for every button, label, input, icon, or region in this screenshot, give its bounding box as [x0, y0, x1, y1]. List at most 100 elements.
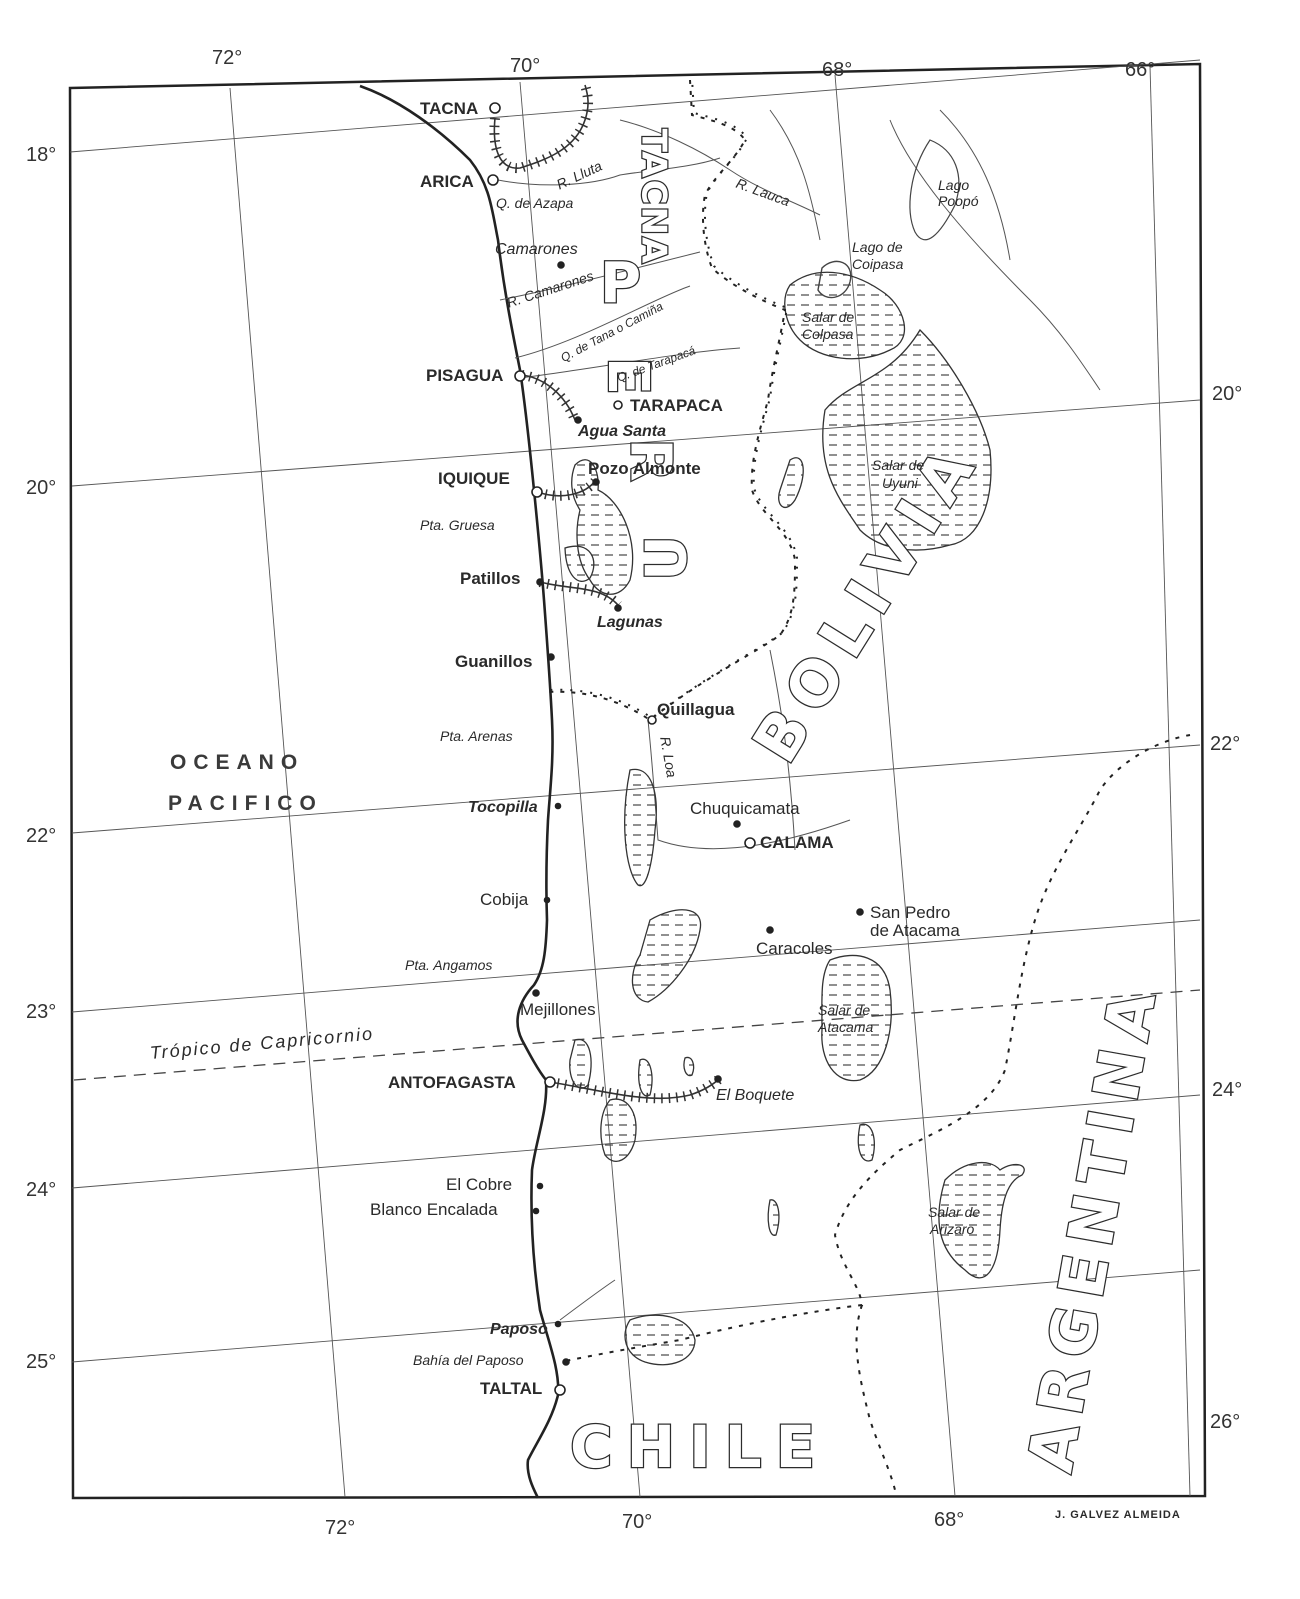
label-pta-arenas: Pta. Arenas — [440, 728, 513, 744]
salares — [564, 271, 1025, 1366]
label-pta-angamos: Pta. Angamos — [405, 957, 493, 973]
label-chuquicamata: Chuquicamata — [690, 799, 800, 818]
salar-south-2 — [638, 1058, 653, 1097]
lat-right-26: 26° — [1210, 1411, 1241, 1433]
marker-san-pedro — [856, 908, 864, 916]
label-guanillos: Guanillos — [455, 652, 533, 671]
coastline — [359, 84, 560, 1499]
label-salar-uyuni-1: Salar de — [872, 457, 925, 473]
salar-south-1 — [569, 1038, 592, 1089]
country-label-peru-p: P — [599, 251, 643, 316]
salar-paposo — [624, 1314, 696, 1366]
salar-small-3 — [767, 1199, 780, 1236]
salar-east-1 — [778, 457, 804, 509]
salar-loa — [624, 768, 657, 887]
lat-right-24: 24° — [1212, 1079, 1243, 1101]
lat-left-18: 18° — [26, 144, 57, 166]
marker-tacna — [489, 102, 501, 114]
marker-taltal — [554, 1384, 566, 1396]
label-salar-arizaro-1: Salar de — [928, 1204, 981, 1220]
marker-mejillones — [532, 989, 540, 997]
marker-paposo — [554, 1320, 562, 1328]
marker-quillagua — [647, 715, 657, 725]
lat-left-20: 20° — [26, 477, 57, 499]
lon-top-72: 72° — [212, 47, 243, 69]
marker-chuquicamata — [733, 820, 741, 828]
map-credit: J. GALVEZ ALMEIDA — [1055, 1509, 1181, 1521]
label-lagunas: Lagunas — [597, 614, 663, 631]
label-salar-colpasa-1: Salar de — [802, 309, 855, 325]
salar-grande — [564, 545, 595, 582]
label-patillos: Patillos — [460, 569, 521, 588]
label-lake-poopo-2: Poopó — [938, 193, 979, 209]
marker-patillos — [536, 578, 544, 586]
label-lake-coipasa-2: Coipasa — [852, 256, 904, 272]
marker-el-boquete — [714, 1075, 722, 1083]
marker-pozo-almonte — [592, 478, 600, 486]
marker-cobija — [543, 896, 551, 904]
label-mejillones: Mejillones — [520, 1000, 596, 1019]
lon-bottom-68: 68° — [934, 1509, 965, 1531]
marker-blanco-encalada — [532, 1207, 540, 1215]
ocean-label-line1: OCEANO — [170, 751, 305, 774]
marker-caracoles — [766, 926, 774, 934]
country-label-chile: CHILE — [569, 1413, 830, 1481]
label-camarones: Camarones — [495, 241, 578, 258]
railway-arica-tacna — [493, 84, 589, 169]
marker-guanillos — [547, 653, 555, 661]
boundary-argentina-chile — [855, 1304, 896, 1491]
boundary-bolivia-argentina — [559, 734, 1191, 1363]
marker-lagunas — [614, 604, 622, 612]
lon-top-66: 66° — [1125, 59, 1156, 81]
label-calama: CALAMA — [760, 833, 834, 852]
label-quillagua: Quillagua — [657, 700, 735, 719]
ocean-label-line2: PACIFICO — [168, 792, 323, 815]
label-antofagasta: ANTOFAGASTA — [388, 1073, 516, 1092]
lat-right-22: 22° — [1210, 733, 1241, 755]
label-el-boquete: El Boquete — [716, 1087, 795, 1104]
label-el-cobre: El Cobre — [446, 1175, 513, 1194]
label-agua-santa: Agua Santa — [578, 423, 667, 440]
marker-bahia-paposo — [562, 1358, 570, 1366]
marker-tocopilla — [554, 802, 562, 810]
marker-arica — [487, 174, 499, 186]
railway-ticks — [489, 83, 724, 1104]
label-tocopilla: Tocopilla — [468, 799, 538, 816]
marker-iquique — [531, 486, 543, 498]
lon-top-68: 68° — [822, 59, 853, 81]
label-salar-atacama-2: Atacama — [818, 1019, 874, 1035]
marker-el-cobre — [536, 1182, 544, 1190]
lon-bottom-72: 72° — [325, 1517, 356, 1539]
rivers — [497, 109, 1101, 1321]
label-pta-gruesa: Pta. Gruesa — [420, 517, 495, 533]
marker-agua-santa — [574, 416, 582, 424]
marker-antofagasta — [544, 1076, 556, 1088]
lat-left-24: 24° — [26, 1179, 57, 1201]
salar-atacama — [821, 954, 892, 1082]
map-frame — [68, 62, 1207, 1500]
label-salar-colpasa-2: Colpasa — [802, 326, 854, 342]
label-tacna: TACNA — [420, 99, 479, 118]
marker-camarones — [557, 261, 565, 269]
railway-iquique — [537, 479, 597, 497]
label-pozo-almonte: Pozo Almonte — [588, 459, 701, 478]
railway-pisagua — [521, 374, 576, 421]
country-label-tacna: TACNA — [632, 127, 675, 266]
country-label-peru-u: U — [633, 534, 701, 582]
label-tarapaca: TARAPACA — [630, 396, 723, 415]
label-san-pedro-2: de Atacama — [870, 921, 960, 940]
salar-mid — [631, 909, 702, 1003]
label-caracoles: Caracoles — [756, 939, 833, 958]
label-salar-uyuni-2: Uyuni — [882, 475, 918, 491]
label-san-pedro-1: San Pedro — [870, 903, 951, 922]
label-taltal: TALTAL — [480, 1379, 543, 1398]
lat-right-20: 20° — [1212, 383, 1243, 405]
label-bahia-paposo: Bahía del Paposo — [413, 1352, 524, 1368]
label-salar-arizaro-2: Arizaro — [930, 1221, 975, 1237]
label-lake-poopo-1: Lago — [938, 177, 970, 193]
city-markers — [487, 102, 864, 1396]
salar-small-2 — [857, 1123, 875, 1162]
marker-tarapaca — [613, 400, 623, 410]
lake-poopo — [909, 139, 960, 241]
